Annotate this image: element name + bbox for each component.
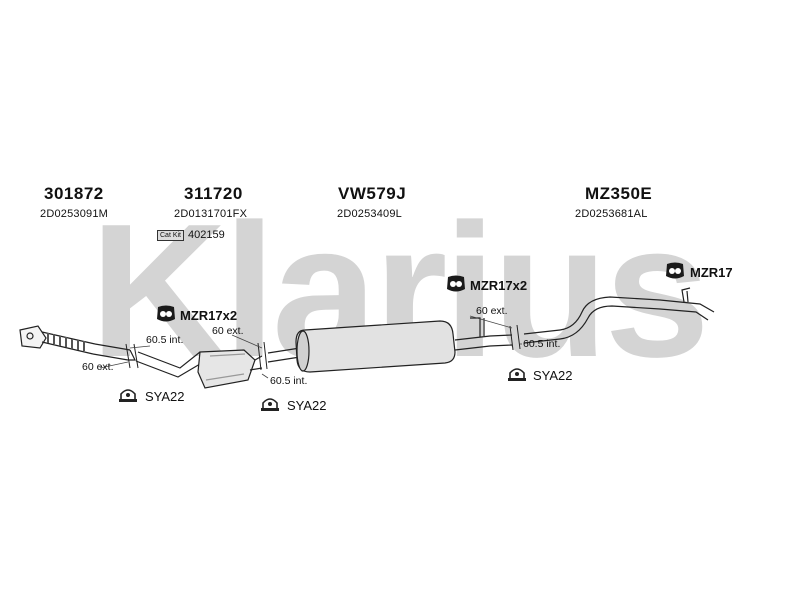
cat-kit-badge: Cat Kit	[157, 229, 185, 241]
rear-silencer	[295, 317, 513, 373]
fitting-label-sya22: SYA22	[287, 398, 327, 413]
fitting-label-mzr17x2: MZR17x2	[470, 278, 528, 293]
rubber-mount-icon	[447, 275, 465, 292]
clamp-icon	[119, 389, 137, 402]
part-ref-catalyst: 2D0131701FX	[174, 208, 248, 220]
cat-kit: Cat Kit 402159	[157, 229, 225, 241]
part-ref-silencer: 2D0253409L	[337, 208, 403, 220]
rubber-mount-icon	[666, 262, 684, 279]
dimension-leaders	[99, 315, 522, 379]
dimension-label: 60.5 int.	[523, 338, 561, 350]
part-code-silencer: VW579J	[338, 184, 407, 203]
joint-markers	[125, 324, 521, 371]
part-ref-front-pipe: 2D0253091M	[40, 208, 109, 220]
front-pipe	[19, 325, 136, 361]
clamp-icon	[261, 398, 279, 411]
fitting-label-sya22: SYA22	[145, 389, 185, 404]
rubber-mount-icon	[157, 305, 175, 322]
part-code-front-pipe: 301872	[44, 184, 104, 203]
clamp-icon	[508, 368, 526, 381]
part-code-tailpipe: MZ350E	[585, 184, 653, 203]
dimension-label: 60.5 int.	[270, 375, 308, 387]
dimension-label: 60 ext.	[476, 305, 508, 317]
cat-kit-number: 402159	[188, 229, 225, 241]
dimension-label: 60 ext.	[212, 325, 244, 337]
fitting-label-sya22: SYA22	[533, 368, 573, 383]
fitting-label-mzr17x2: MZR17x2	[180, 308, 238, 323]
part-code-catalyst: 311720	[184, 184, 243, 203]
catalytic-converter	[135, 349, 263, 389]
dimension-label: 60.5 int.	[146, 334, 184, 346]
tail-pipe	[523, 287, 715, 344]
part-ref-tailpipe: 2D0253681AL	[575, 208, 648, 220]
fitting-label-mzr17: MZR17	[690, 265, 733, 280]
dimension-label: 60 ext.	[82, 361, 114, 373]
